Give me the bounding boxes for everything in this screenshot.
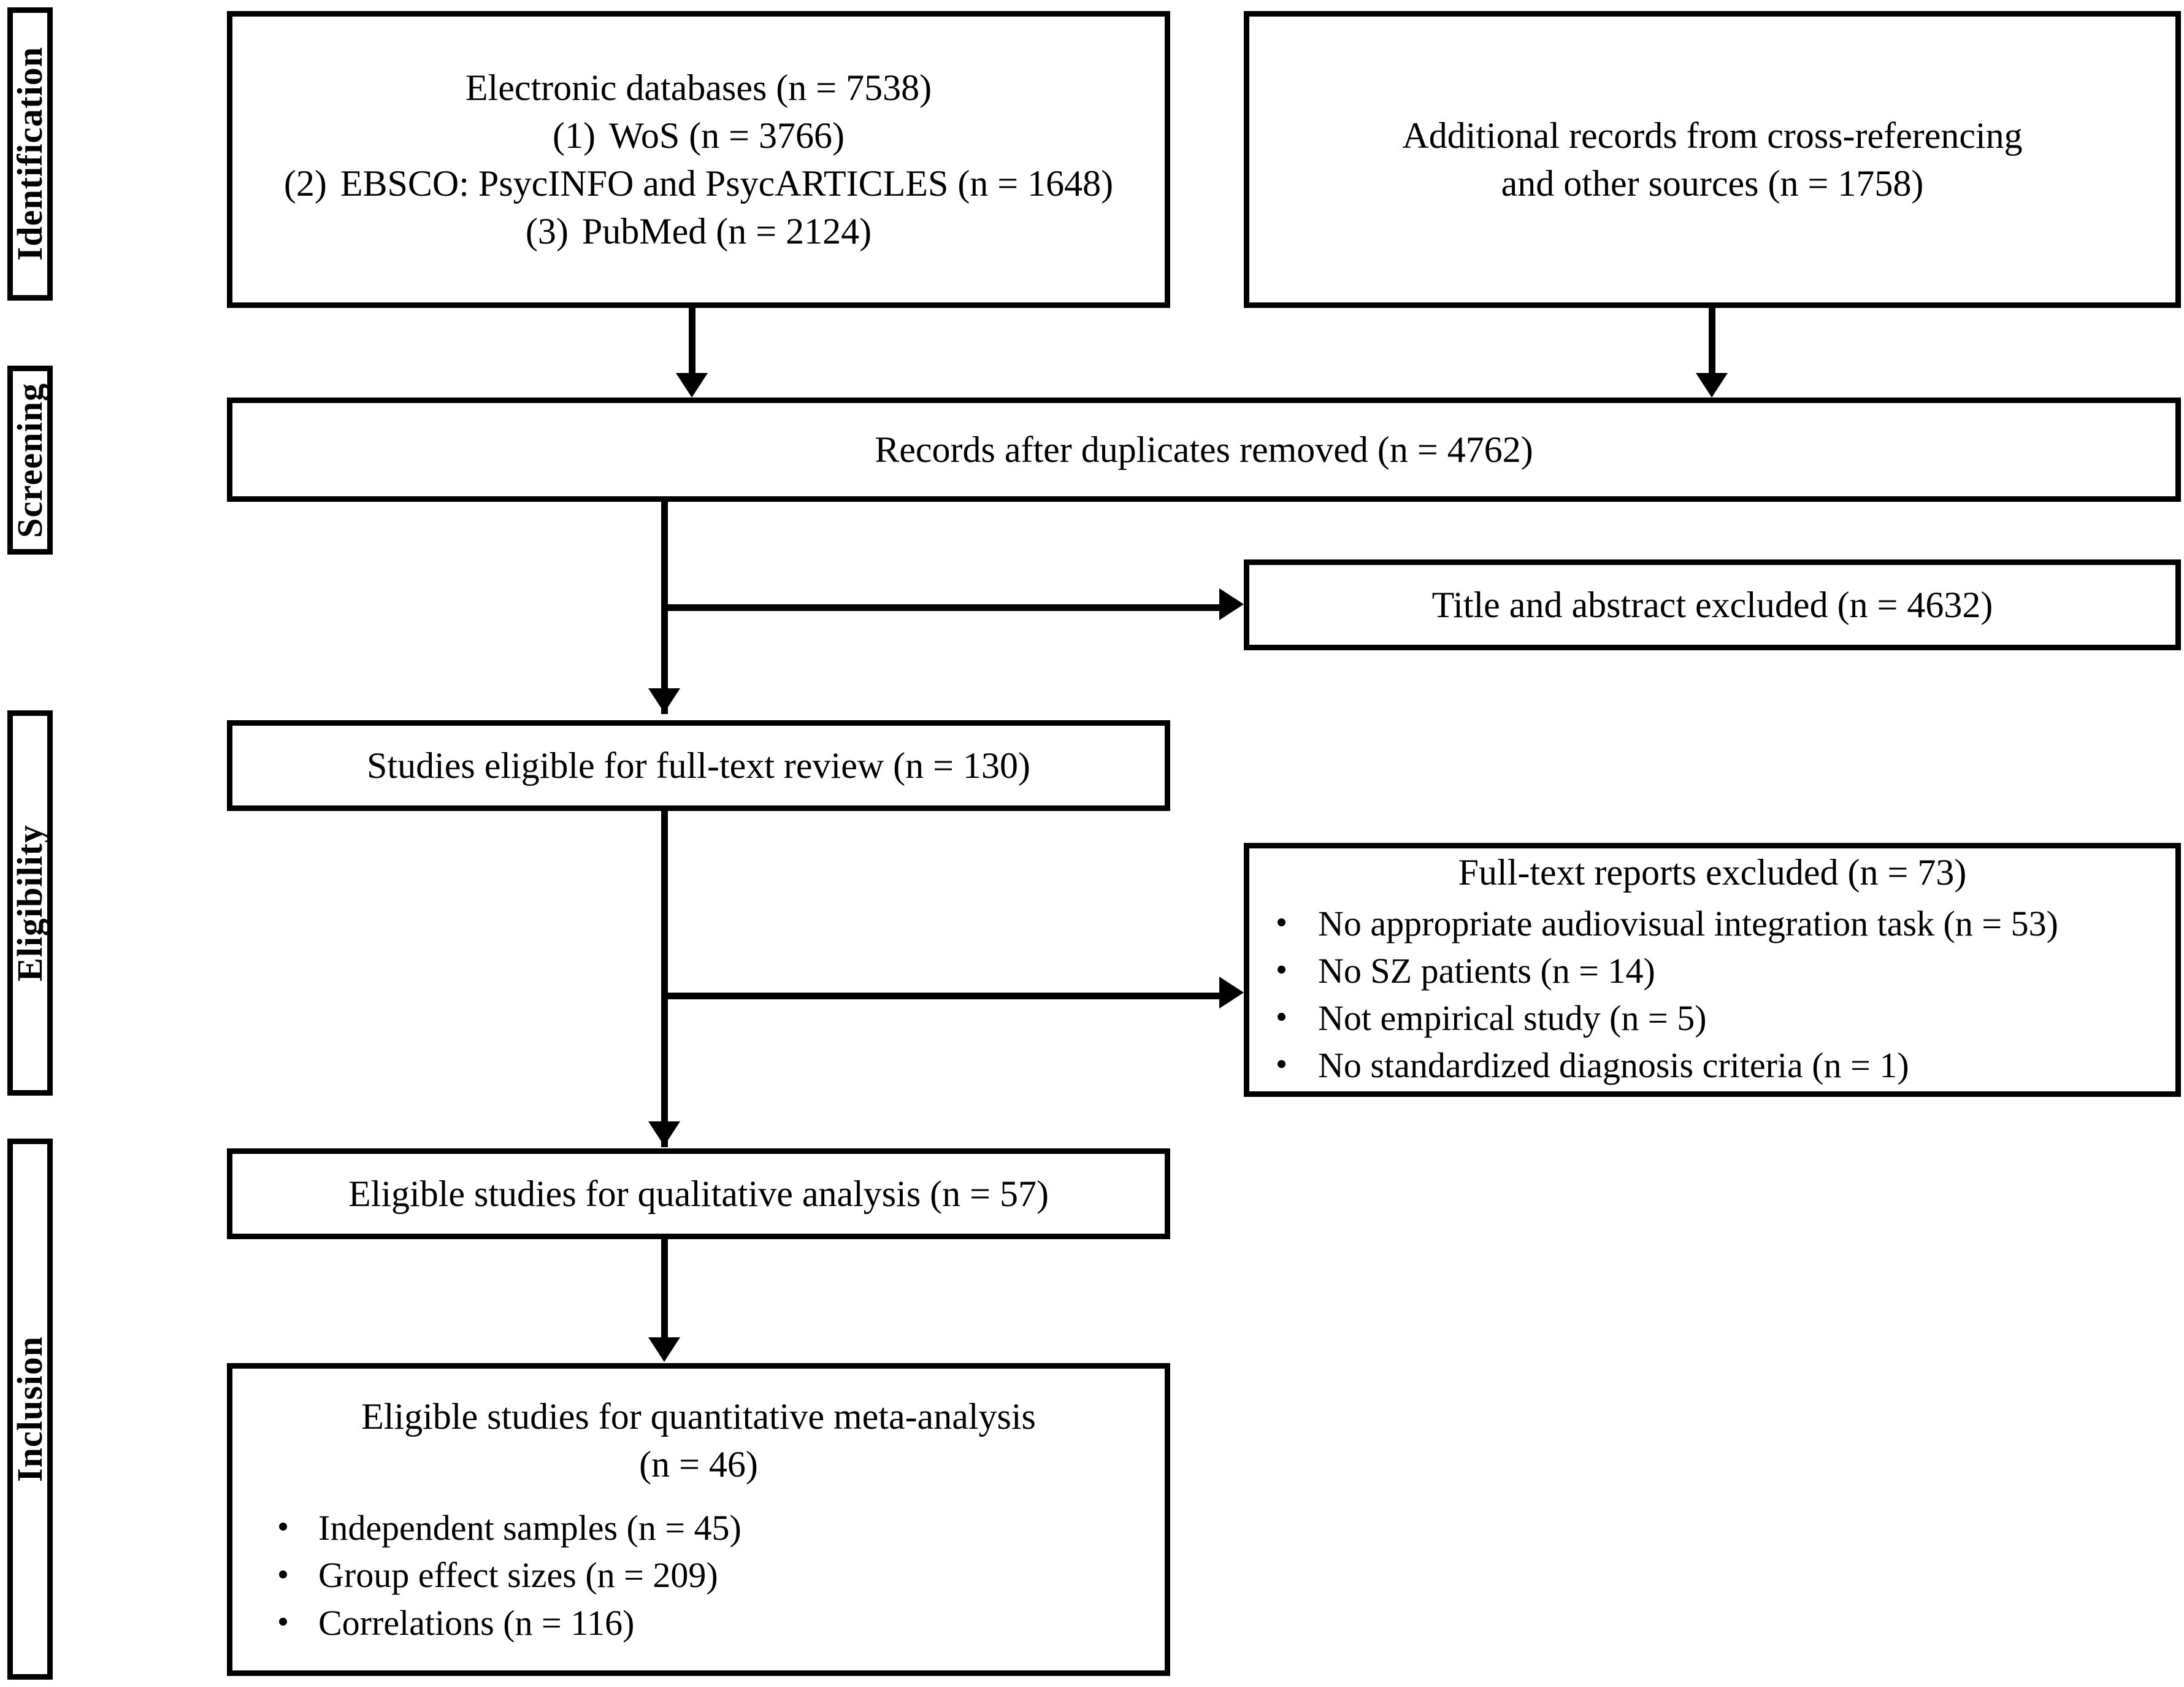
list-item: No appropriate audiovisual integration t… xyxy=(1262,900,2163,947)
database-index: (1) xyxy=(553,115,596,156)
arrowhead-databases-to-duplicates xyxy=(676,373,708,398)
stage-label-screening: Screening xyxy=(7,366,53,555)
node-title-abstract-excluded: Title and abstract excluded (n = 4632) xyxy=(1244,559,2181,650)
list-item: No SZ patients (n = 14) xyxy=(1262,947,2163,994)
connector-qualitative-to-quantitative xyxy=(661,1239,668,1343)
fulltext-eligible-heading: Studies eligible for full-text review (n… xyxy=(367,745,1030,786)
stage-label-inclusion: Inclusion xyxy=(7,1139,53,1680)
additional-records-line-2: and other sources (n = 1758) xyxy=(1501,163,1924,204)
database-index: (3) xyxy=(525,211,569,252)
list-item: Not empirical study (n = 5) xyxy=(1262,994,2163,1042)
database-index: (2) xyxy=(283,163,327,204)
stage-label-identification: Identification xyxy=(7,7,53,301)
fulltext-excluded-heading: Full-text reports excluded (n = 73) xyxy=(1458,851,1967,893)
list-item: No standardized diagnosis criteria (n = … xyxy=(1262,1042,2163,1089)
arrowhead-duplicates-to-excluded xyxy=(1219,588,1244,620)
duplicates-removed-heading: Records after duplicates removed (n = 47… xyxy=(875,429,1533,470)
list-item: Group effect sizes (n = 209) xyxy=(245,1551,1152,1599)
arrowhead-additional-to-duplicates xyxy=(1696,373,1728,398)
node-electronic-databases: Electronic databases (n = 7538) (1) WoS (… xyxy=(227,11,1170,308)
database-label: WoS (n = 3766) xyxy=(609,115,845,156)
qualitative-analysis-heading: Eligible studies for qualitative analysi… xyxy=(348,1174,1049,1214)
connector-duplicates-to-excluded xyxy=(661,604,1227,611)
list-item: Correlations (n = 116) xyxy=(245,1599,1152,1647)
arrowhead-fulltext-eligible-to-excluded xyxy=(1219,977,1244,1009)
connector-fulltext-eligible-stem xyxy=(661,811,668,1147)
list-item: Independent samples (n = 45) xyxy=(245,1504,1152,1551)
node-additional-records: Additional records from cross-referencin… xyxy=(1244,11,2181,308)
list-item: (1) WoS (n = 3766) xyxy=(245,112,1152,159)
node-fulltext-excluded: Full-text reports excluded (n = 73) No a… xyxy=(1244,843,2181,1097)
node-duplicates-removed: Records after duplicates removed (n = 47… xyxy=(227,398,2181,502)
node-qualitative-analysis: Eligible studies for qualitative analysi… xyxy=(227,1148,1170,1239)
stage-label-screening-text: Screening xyxy=(10,382,50,538)
electronic-databases-list: (1) WoS (n = 3766) (2) EBSCO: PsycINFO and… xyxy=(245,112,1152,255)
stage-label-eligibility: Eligibility xyxy=(7,710,53,1096)
quantitative-analysis-details: Independent samples (n = 45) Group effec… xyxy=(245,1504,1152,1646)
connector-fulltext-eligible-to-excluded xyxy=(661,993,1227,999)
arrowhead-fulltext-eligible-to-qualitative xyxy=(648,1121,680,1146)
title-abstract-excluded-heading: Title and abstract excluded (n = 4632) xyxy=(1431,585,1993,625)
fulltext-excluded-reasons: No appropriate audiovisual integration t… xyxy=(1262,900,2163,1089)
database-label: PubMed (n = 2124) xyxy=(581,211,872,252)
list-item: (2) EBSCO: PsycINFO and PsycARTICLES (n =… xyxy=(245,159,1152,207)
list-item: (3) PubMed (n = 2124) xyxy=(245,207,1152,255)
stage-label-identification-text: Identification xyxy=(10,47,50,261)
arrowhead-duplicates-to-fulltext-eligible xyxy=(648,688,680,713)
connector-additional-to-duplicates xyxy=(1709,308,1715,377)
quantitative-analysis-heading-line-1: Eligible studies for quantitative meta-a… xyxy=(361,1396,1036,1437)
additional-records-line-1: Additional records from cross-referencin… xyxy=(1402,115,2023,156)
node-quantitative-analysis: Eligible studies for quantitative meta-a… xyxy=(227,1363,1170,1676)
quantitative-analysis-heading-line-2: (n = 46) xyxy=(639,1444,758,1485)
database-label: EBSCO: PsycINFO and PsycARTICLES (n = 16… xyxy=(340,163,1114,204)
stage-label-inclusion-text: Inclusion xyxy=(10,1336,50,1482)
node-fulltext-eligible: Studies eligible for full-text review (n… xyxy=(227,720,1170,811)
stage-label-eligibility-text: Eligibility xyxy=(10,824,50,982)
arrowhead-qualitative-to-quantitative xyxy=(648,1337,680,1362)
connector-databases-to-duplicates xyxy=(689,308,695,377)
electronic-databases-heading: Electronic databases (n = 7538) xyxy=(465,67,932,108)
